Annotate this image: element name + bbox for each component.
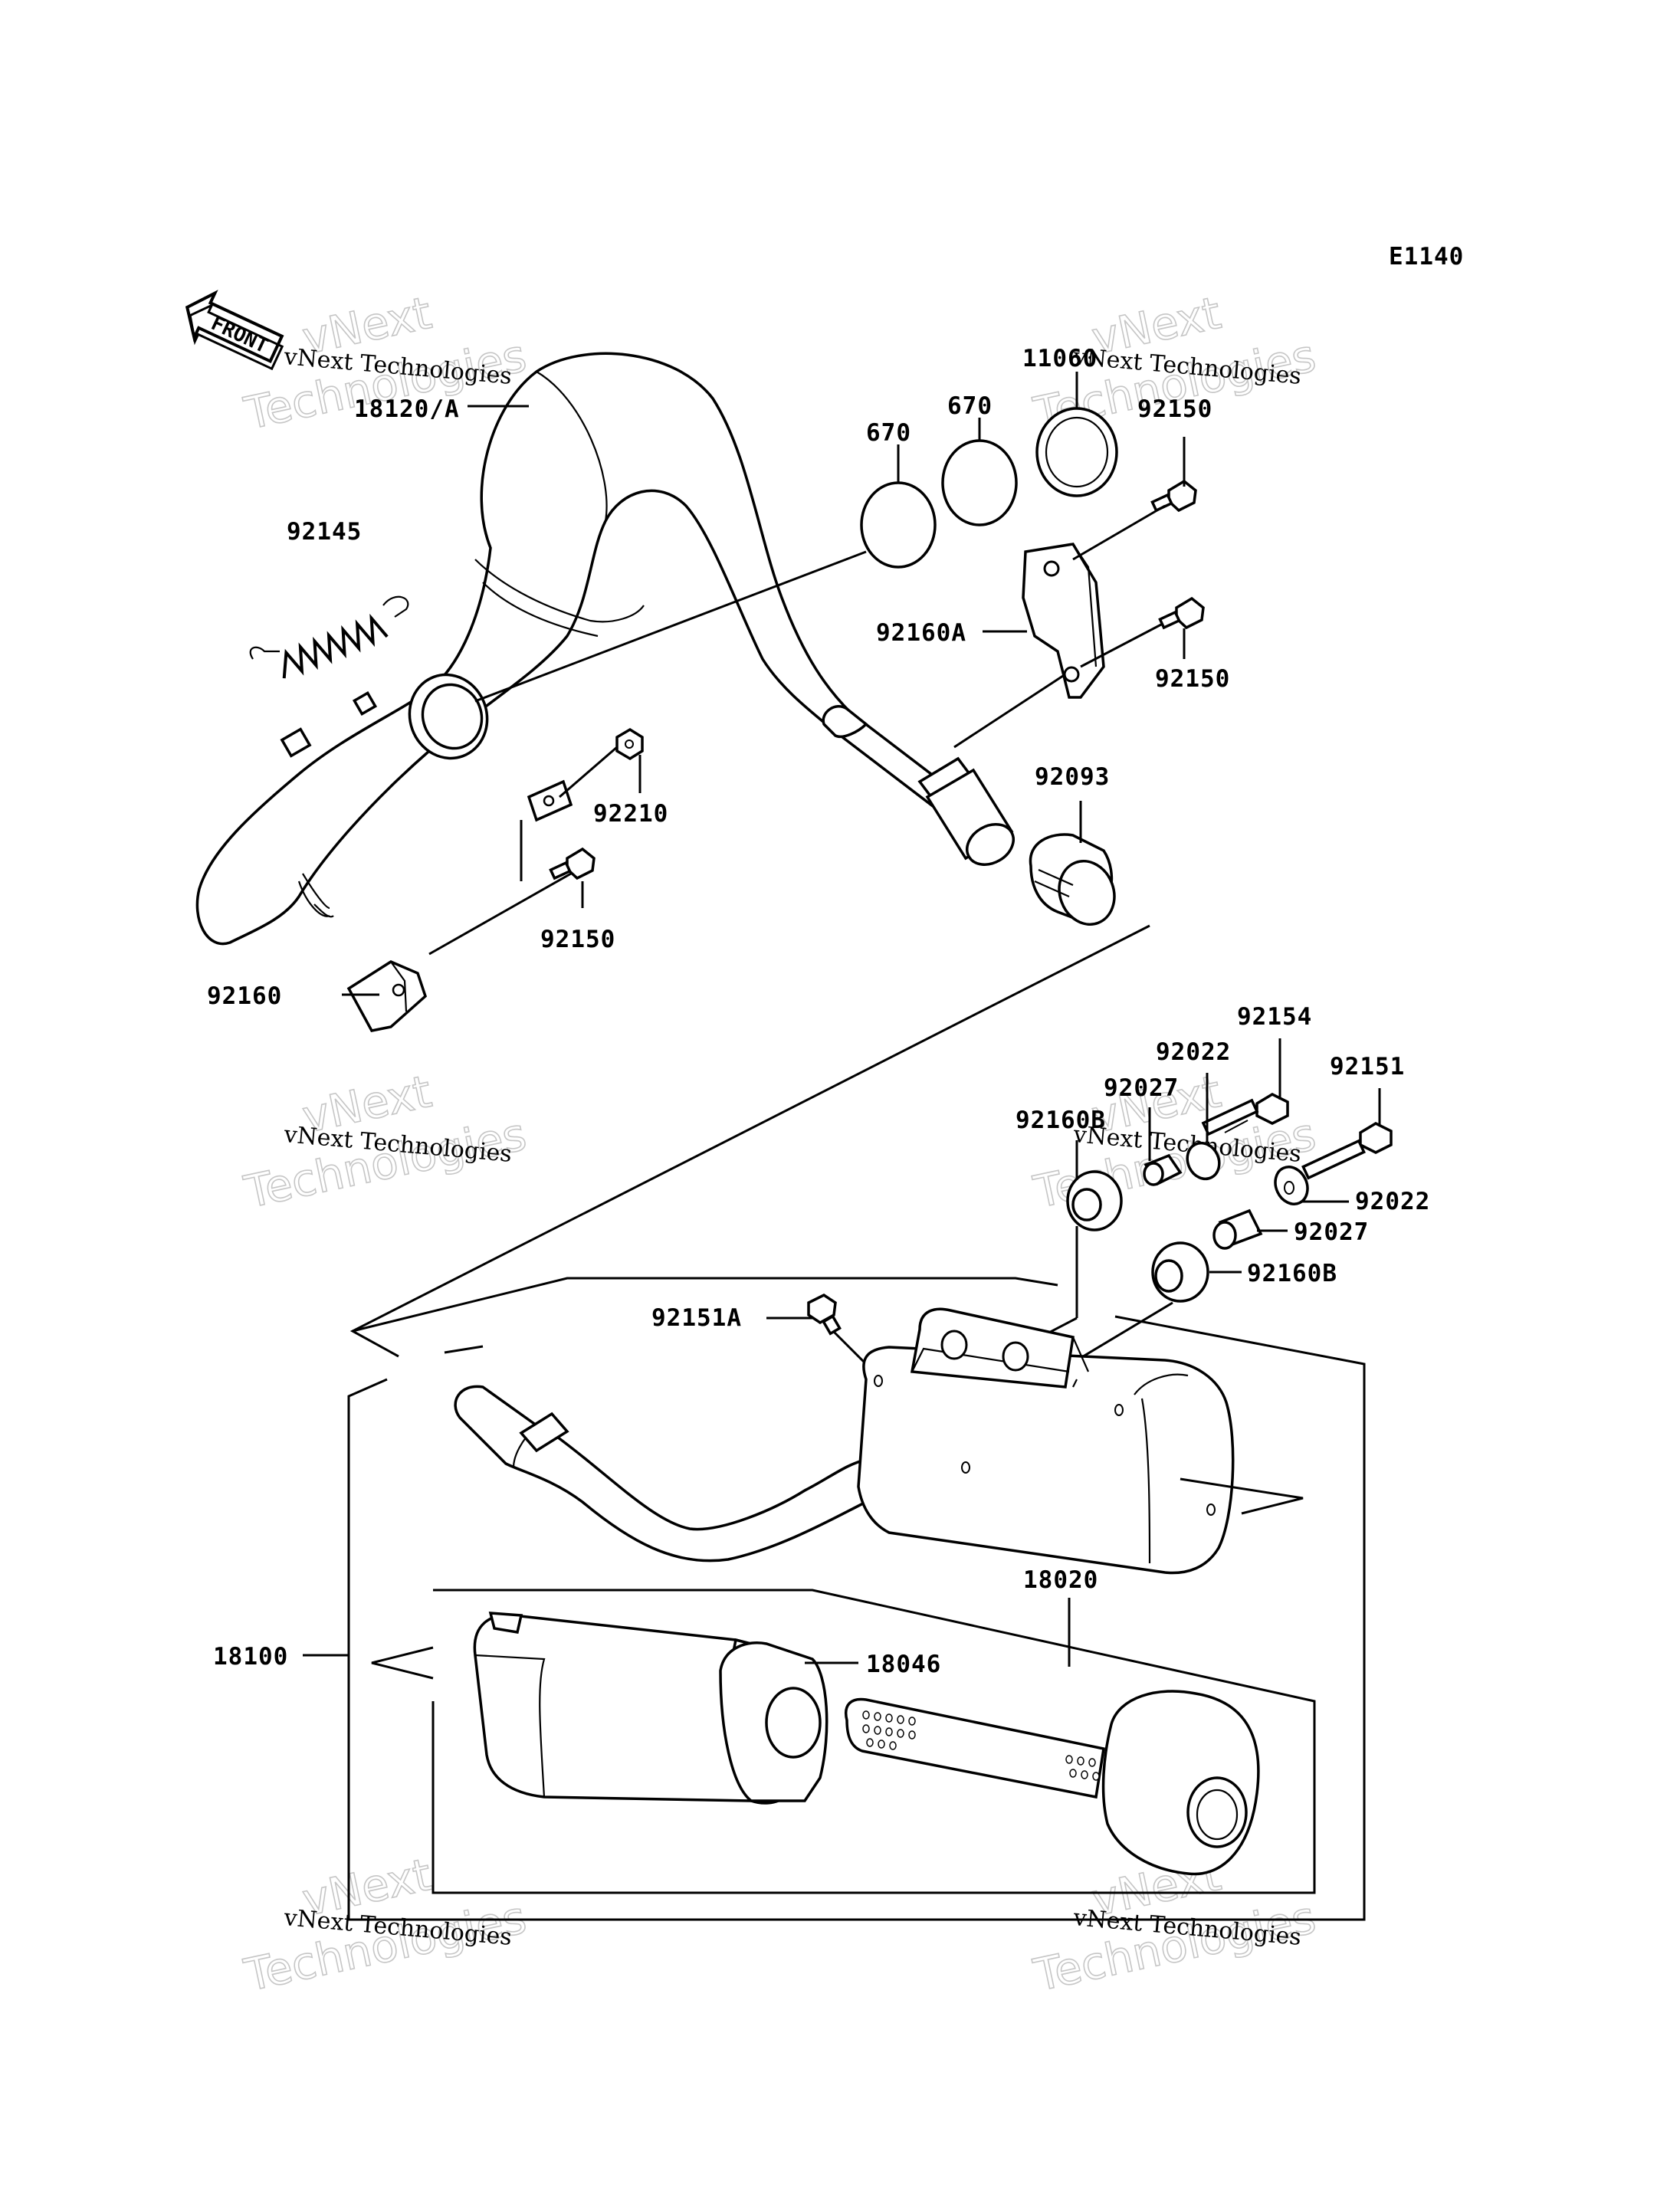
perforation-holes-icon (862, 1710, 1100, 1781)
diagram-code: E1140 (1389, 243, 1464, 271)
bolt-92151a-icon (807, 1293, 842, 1336)
callout-18046: 18046 (866, 1651, 941, 1678)
callout-92150-low: 92150 (540, 926, 615, 953)
callout-92151a: 92151A (651, 1304, 742, 1332)
collar-92027-top-icon (1143, 1153, 1183, 1186)
bolt-92150-top-icon (1150, 479, 1197, 513)
bolt-92150-mid-icon (1158, 596, 1205, 630)
collar-92160b-right-icon (1151, 1241, 1209, 1303)
nut-92210-icon (615, 727, 644, 761)
front-arrow-icon: FRONT (185, 290, 284, 371)
bolt-92151-icon (1301, 1122, 1393, 1180)
leader-lines-lower (303, 1598, 1071, 1664)
callout-92093: 92093 (1035, 763, 1110, 791)
callout-92150-mid: 92150 (1155, 665, 1230, 693)
callout-670-a: 670 (866, 419, 911, 447)
callout-92022-right: 92022 (1355, 1188, 1430, 1215)
callout-92160b-top: 92160B (1016, 1107, 1106, 1134)
leader-lines-middle (766, 1038, 1381, 1373)
collar-92027-right-icon (1212, 1208, 1263, 1250)
bolt-92150-low-icon (549, 847, 596, 880)
silencer-kit-18020 (371, 1589, 1316, 1894)
callout-92150-top: 92150 (1137, 395, 1212, 423)
callout-18120a: 18120/A (354, 395, 460, 423)
bracket-92160-icon (346, 960, 428, 1032)
watermark-mid-left: vNext Technologies vNext Technologies (239, 1064, 531, 1219)
callout-92160a: 92160A (876, 619, 966, 647)
callout-670-b: 670 (947, 392, 993, 420)
callout-11060: 11060 (1022, 345, 1098, 372)
callout-labels: 18120/A 670 670 11060 92150 92145 92160A… (207, 345, 1430, 1678)
gasket-11060-icon (1035, 407, 1118, 497)
callout-92145: 92145 (287, 518, 362, 546)
o-ring-670-b-icon (941, 439, 1018, 526)
callout-18100: 18100 (213, 1643, 288, 1671)
joint-92093-icon (1029, 833, 1116, 926)
o-ring-670-a-icon (860, 481, 937, 569)
callout-92160b-right: 92160B (1247, 1260, 1337, 1287)
callout-92210: 92210 (593, 800, 668, 828)
muffler-18100 (347, 1277, 1366, 1921)
callout-18020: 18020 (1023, 1566, 1098, 1594)
watermark-top-left: vNext Technologies vNext Technologies (239, 286, 531, 441)
spring-92145-icon (249, 595, 409, 679)
bolt-92154-icon (1201, 1093, 1289, 1136)
callout-92154: 92154 (1237, 1003, 1312, 1031)
collar-92160b-top-icon (1066, 1170, 1123, 1231)
bracket-92160a-icon (1022, 543, 1105, 699)
watermark-bottom-left: vNext Technologies vNext Technologies (239, 1848, 531, 2002)
callout-92151: 92151 (1330, 1053, 1405, 1080)
callout-92027-top: 92027 (1104, 1074, 1179, 1102)
callout-92022-top: 92022 (1156, 1038, 1231, 1066)
exhaust-pipe-18120a (195, 352, 1015, 946)
callout-92160: 92160 (207, 982, 282, 1010)
washer-92022-top-icon (1186, 1141, 1221, 1181)
callout-92027-right: 92027 (1294, 1218, 1369, 1246)
washer-92022-right-icon (1274, 1166, 1309, 1205)
